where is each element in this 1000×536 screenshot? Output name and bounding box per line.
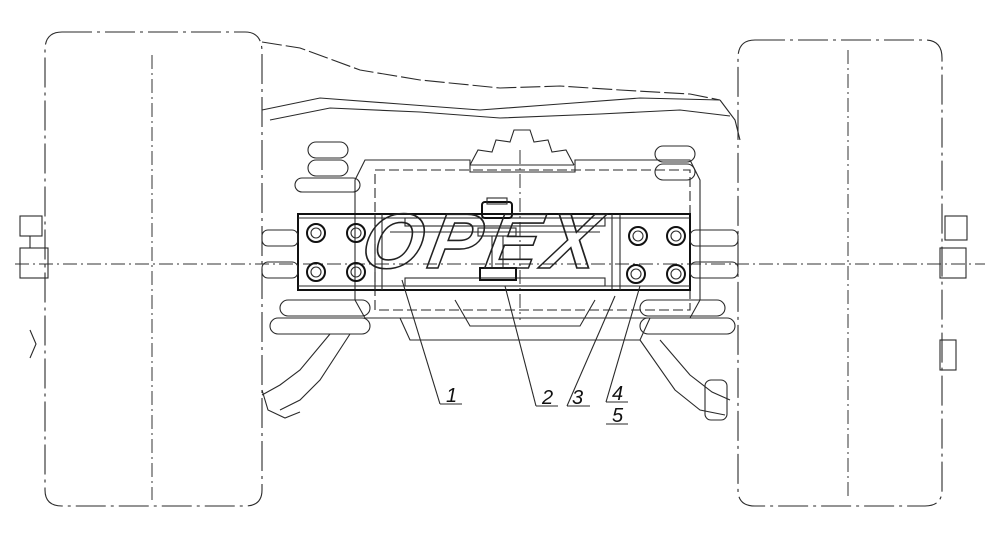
right-leaf-spring: [639, 145, 736, 335]
bolt-icon: [626, 264, 646, 284]
left-wheel-outline: [44, 31, 263, 507]
gear-outline: [469, 129, 575, 166]
left-leaf-spring: [269, 141, 371, 335]
center-shaft: [477, 197, 517, 281]
left-bolt-group: [306, 223, 366, 282]
bolt-icon: [306, 262, 326, 282]
bolt-icon: [628, 226, 648, 246]
lower-suspension-arms: [261, 333, 731, 421]
right-wheel-outline: [737, 39, 943, 507]
callout-leaders: [401, 279, 641, 425]
bolt-icon: [666, 264, 686, 284]
right-hub: [689, 215, 968, 371]
bolt-icon: [346, 223, 366, 243]
callout-1: 1: [446, 385, 457, 407]
callout-3: 3: [572, 387, 583, 409]
bolt-icon: [346, 262, 366, 282]
bolt-icon: [306, 223, 326, 243]
left-hub: [19, 215, 299, 359]
callout-4: 4: [612, 383, 623, 405]
bolt-icon: [666, 226, 686, 246]
callout-2: 2: [541, 387, 553, 409]
right-bolt-group: [626, 226, 686, 284]
opex-watermark: OPEX: [356, 198, 612, 285]
upper-frame-contour: [261, 41, 741, 141]
callout-5: 5: [612, 405, 624, 427]
